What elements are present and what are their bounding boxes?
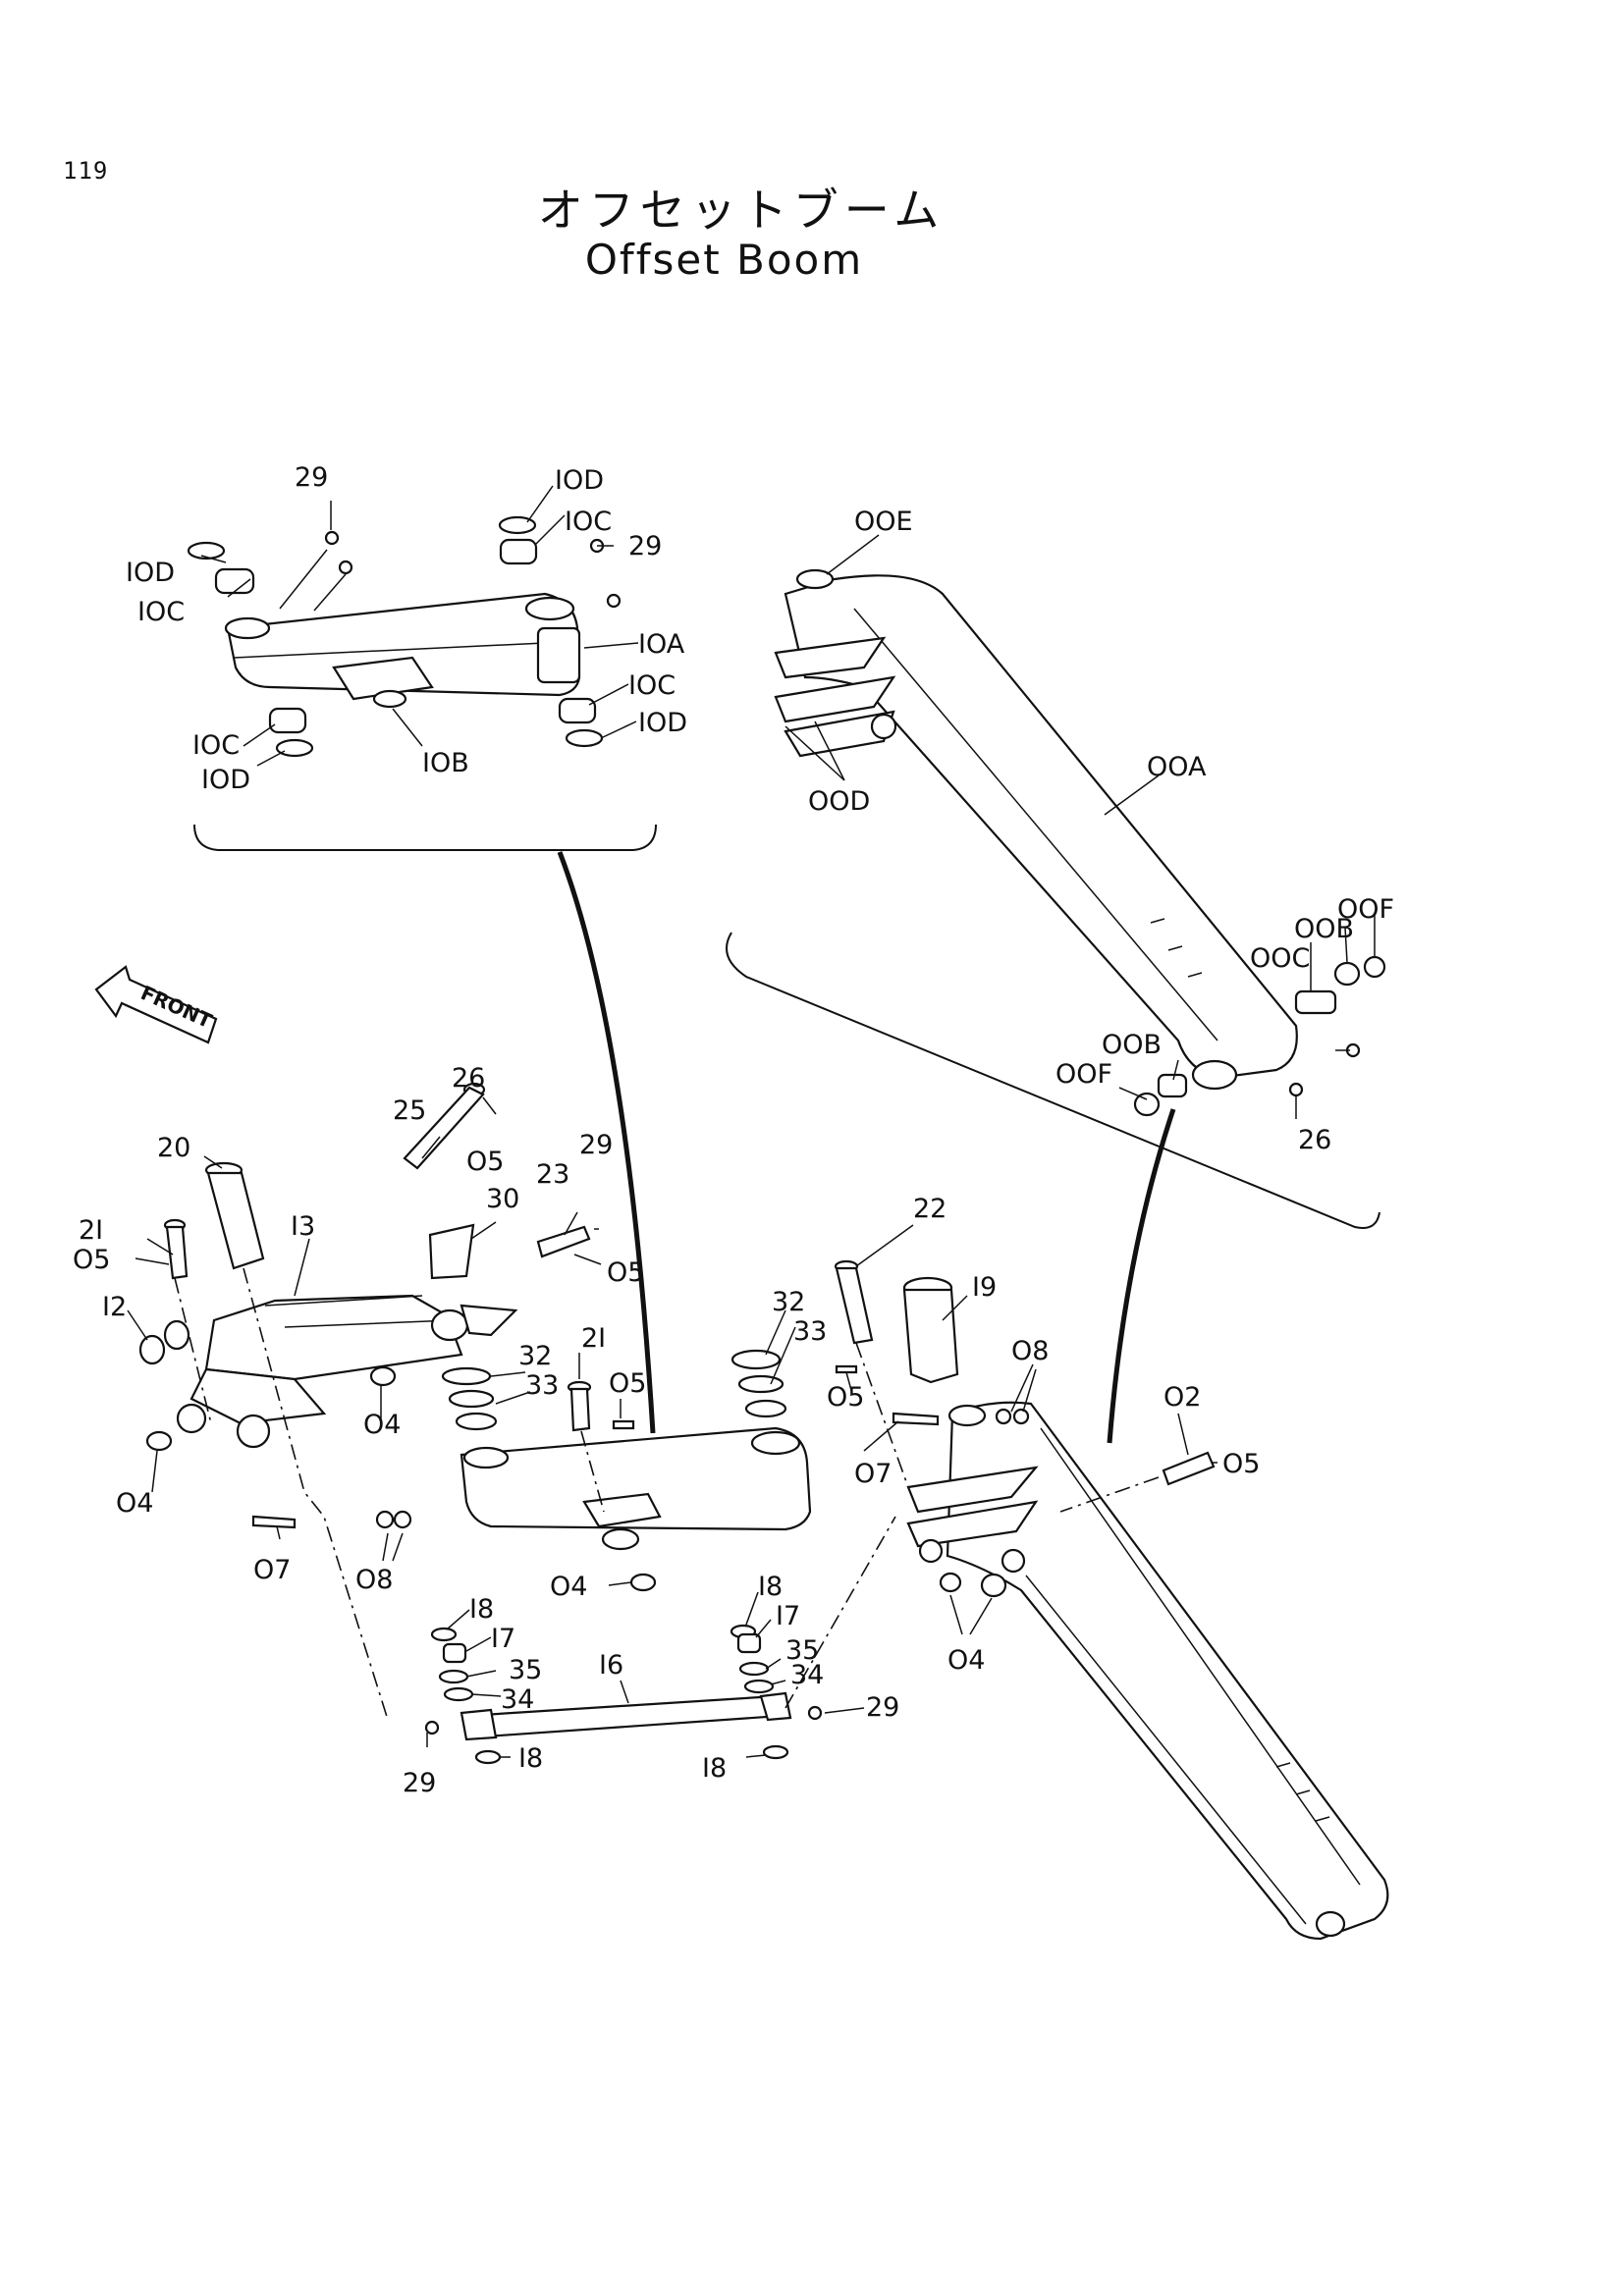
page-number: 119 bbox=[63, 157, 109, 185]
callout-05: O5 bbox=[1222, 1449, 1260, 1479]
callout-10c: IOC bbox=[192, 730, 240, 761]
callout-00f: OOF bbox=[1337, 894, 1394, 925]
callout-18: I8 bbox=[702, 1753, 727, 1784]
callout-19: I9 bbox=[972, 1272, 997, 1303]
callout-29: 29 bbox=[295, 462, 328, 493]
callout-26: 26 bbox=[1298, 1125, 1331, 1155]
callout-04: O4 bbox=[363, 1410, 401, 1440]
offset-boom-lower: 22 I9 32 33 O5 O7 O8 O2 O5 O4 bbox=[730, 1194, 1389, 1941]
callout-10a: IOA bbox=[638, 629, 685, 660]
callout-04: O4 bbox=[550, 1572, 587, 1602]
callout-04: O4 bbox=[947, 1645, 985, 1676]
callout-13: I3 bbox=[291, 1211, 315, 1242]
page-title-english: Offset Boom bbox=[584, 236, 864, 284]
callout-16: I6 bbox=[599, 1650, 623, 1681]
callout-29: 29 bbox=[866, 1692, 899, 1723]
callout-04: O4 bbox=[116, 1488, 153, 1519]
swing-bracket-assembly: 20 2I O5 I2 I3 O4 O4 O7 O8 25 26 O5 30 2… bbox=[73, 1063, 644, 1721]
inset-link-assembly: 29 IOD IOC IOD IOC 29 IOA IOC IOD IOC IO… bbox=[126, 462, 687, 851]
callout-00f: OOF bbox=[1055, 1059, 1112, 1090]
callout-05: O5 bbox=[827, 1382, 864, 1413]
callout-30: 30 bbox=[486, 1184, 519, 1214]
callout-10d: IOD bbox=[555, 465, 604, 496]
callout-00d: OOD bbox=[808, 786, 870, 817]
callout-32: 32 bbox=[518, 1341, 552, 1371]
callout-10c: IOC bbox=[137, 597, 185, 627]
inset-connector-right bbox=[1107, 1108, 1176, 1444]
callout-00b: OOB bbox=[1102, 1030, 1162, 1060]
callout-21: 2I bbox=[581, 1323, 606, 1354]
callout-07: O7 bbox=[854, 1459, 892, 1489]
callout-23: 23 bbox=[536, 1159, 569, 1190]
callout-33: 33 bbox=[525, 1370, 559, 1401]
inset-offset-boom: OOE OOD OOA OOF OOB OOC OOB OOF 26 bbox=[726, 507, 1394, 1229]
callout-22: 22 bbox=[913, 1194, 947, 1224]
center-link: 32 33 2I O5 O4 bbox=[441, 1323, 812, 1602]
callout-00c: OOC bbox=[1250, 943, 1310, 974]
callout-29: 29 bbox=[403, 1768, 436, 1798]
link-rod-assembly: I8 I7 35 34 I6 29 I8 I8 I7 35 34 29 I8 bbox=[403, 1516, 899, 1798]
callout-18: I8 bbox=[469, 1594, 494, 1625]
callout-17: I7 bbox=[776, 1601, 800, 1631]
callout-08: O8 bbox=[355, 1565, 393, 1595]
callout-00e: OOE bbox=[854, 507, 913, 537]
callout-29: 29 bbox=[628, 531, 662, 561]
callout-10d: IOD bbox=[201, 765, 250, 795]
callout-26: 26 bbox=[452, 1063, 485, 1094]
callout-05: O5 bbox=[607, 1257, 644, 1288]
inset-connector-left bbox=[557, 851, 656, 1434]
callout-25: 25 bbox=[393, 1095, 426, 1126]
callout-08: O8 bbox=[1011, 1336, 1049, 1366]
callout-34: 34 bbox=[501, 1684, 534, 1715]
callout-32: 32 bbox=[772, 1287, 805, 1317]
callout-21: 2I bbox=[79, 1215, 103, 1246]
callout-00b: OOB bbox=[1294, 914, 1354, 944]
callout-10b: IOB bbox=[422, 748, 469, 778]
callout-18: I8 bbox=[518, 1743, 543, 1774]
callout-00a: OOA bbox=[1147, 752, 1207, 782]
callout-05: O5 bbox=[466, 1147, 504, 1177]
callout-07: O7 bbox=[253, 1555, 291, 1585]
callout-02: O2 bbox=[1163, 1382, 1201, 1413]
callout-35: 35 bbox=[785, 1635, 819, 1666]
callout-33: 33 bbox=[793, 1316, 827, 1347]
page-title-japanese: オフセットブーム bbox=[537, 184, 946, 237]
callout-10d: IOD bbox=[126, 558, 175, 588]
callout-20: 20 bbox=[157, 1133, 190, 1163]
callout-35: 35 bbox=[509, 1655, 542, 1685]
callout-34: 34 bbox=[790, 1660, 824, 1690]
callout-10d: IOD bbox=[638, 708, 687, 738]
callout-18: I8 bbox=[758, 1572, 783, 1602]
callout-05: O5 bbox=[73, 1245, 110, 1275]
callout-05: O5 bbox=[609, 1368, 646, 1399]
callout-12: I2 bbox=[102, 1292, 127, 1322]
callout-17: I7 bbox=[491, 1624, 515, 1654]
front-direction-arrow: FRONT bbox=[94, 965, 218, 1044]
callout-29: 29 bbox=[579, 1130, 613, 1160]
callout-10c: IOC bbox=[628, 670, 676, 701]
callout-10c: IOC bbox=[565, 507, 612, 537]
